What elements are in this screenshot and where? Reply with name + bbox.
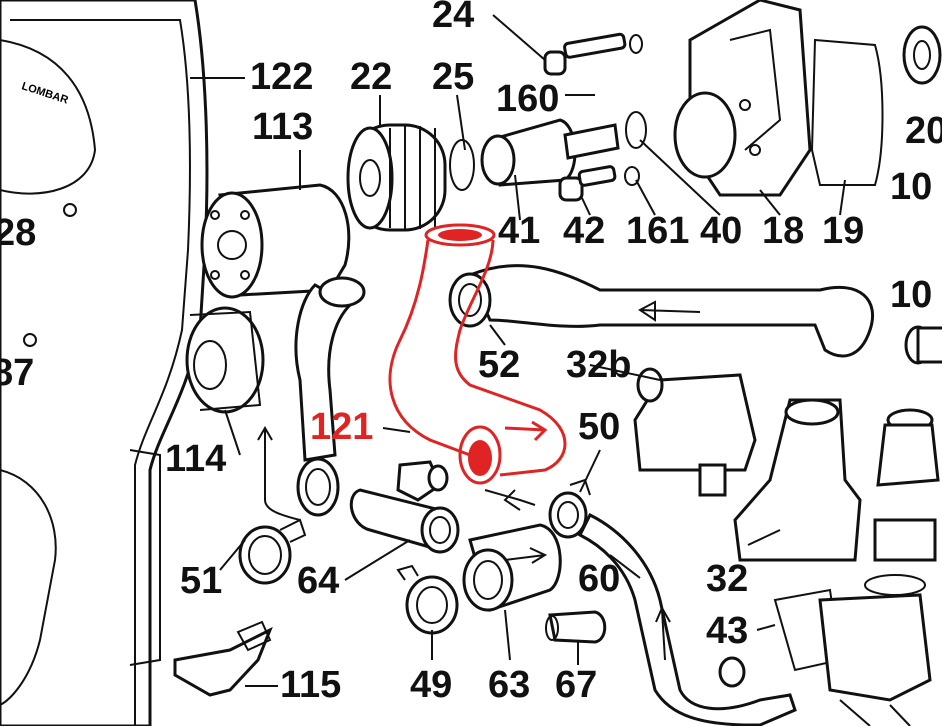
label-40: 40 bbox=[700, 210, 743, 252]
label-19: 19 bbox=[822, 210, 865, 252]
label-22: 22 bbox=[350, 56, 393, 98]
label-49: 49 bbox=[410, 664, 453, 706]
valve-32 bbox=[733, 398, 940, 562]
label-60: 60 bbox=[578, 558, 621, 600]
timing-belt-cover: LOMBAR bbox=[0, 0, 209, 726]
clip-67 bbox=[545, 610, 607, 644]
label-10-mid: 10 bbox=[890, 274, 933, 316]
hose-ring bbox=[296, 457, 340, 517]
label-18: 18 bbox=[762, 210, 805, 252]
gasket-19 bbox=[810, 38, 884, 186]
label-161: 161 bbox=[626, 210, 690, 252]
hose-60-end bbox=[718, 656, 746, 688]
label-42: 42 bbox=[563, 210, 606, 252]
sleeve-41 bbox=[480, 111, 647, 187]
cap-20 bbox=[902, 25, 942, 85]
label-43: 43 bbox=[706, 610, 749, 652]
label-10-top: 10 bbox=[890, 166, 933, 208]
label-52: 52 bbox=[478, 344, 521, 386]
seal-ring bbox=[449, 139, 475, 191]
label-63: 63 bbox=[488, 664, 531, 706]
bolt-24 bbox=[543, 32, 643, 76]
pipe-10 bbox=[904, 325, 942, 365]
leader-lines bbox=[190, 14, 846, 687]
label-50: 50 bbox=[578, 406, 621, 448]
housing-43 bbox=[773, 574, 932, 726]
label-32: 32 bbox=[706, 558, 749, 600]
pump-pulley bbox=[200, 183, 351, 299]
bracket-115 bbox=[173, 620, 273, 697]
label-115: 115 bbox=[280, 664, 342, 706]
label-32b: 32b bbox=[566, 344, 632, 386]
label-122: 122 bbox=[250, 56, 314, 98]
label-25: 25 bbox=[432, 56, 475, 98]
hose-clamp-49 bbox=[396, 564, 459, 635]
pipe-64 bbox=[349, 460, 460, 554]
flow-line bbox=[264, 430, 301, 521]
label-20: 20 bbox=[905, 110, 942, 152]
label-160: 160 bbox=[496, 78, 560, 120]
label-67: 67 bbox=[555, 664, 598, 706]
valve-32b bbox=[633, 367, 757, 497]
toothed-pulley bbox=[346, 123, 447, 232]
hose-clamp-51 bbox=[238, 518, 307, 585]
label-28: 28 bbox=[0, 212, 37, 254]
label-114: 114 bbox=[165, 438, 227, 480]
bolt-42 bbox=[558, 165, 640, 202]
label-51: 51 bbox=[180, 560, 223, 602]
hose-pipe-left bbox=[294, 283, 353, 462]
label-41: 41 bbox=[498, 210, 541, 252]
label-64: 64 bbox=[297, 560, 340, 602]
label-87: 87 bbox=[0, 352, 35, 394]
label-121: 121 bbox=[310, 406, 374, 448]
flow-arrow bbox=[484, 489, 536, 511]
hose-60 bbox=[577, 512, 797, 726]
label-113: 113 bbox=[252, 106, 314, 148]
label-24: 24 bbox=[432, 0, 475, 36]
pump-housing-18 bbox=[673, 0, 812, 197]
highlighted-hose-121 bbox=[388, 223, 567, 485]
pipe-63 bbox=[462, 523, 562, 612]
flange bbox=[185, 306, 265, 414]
